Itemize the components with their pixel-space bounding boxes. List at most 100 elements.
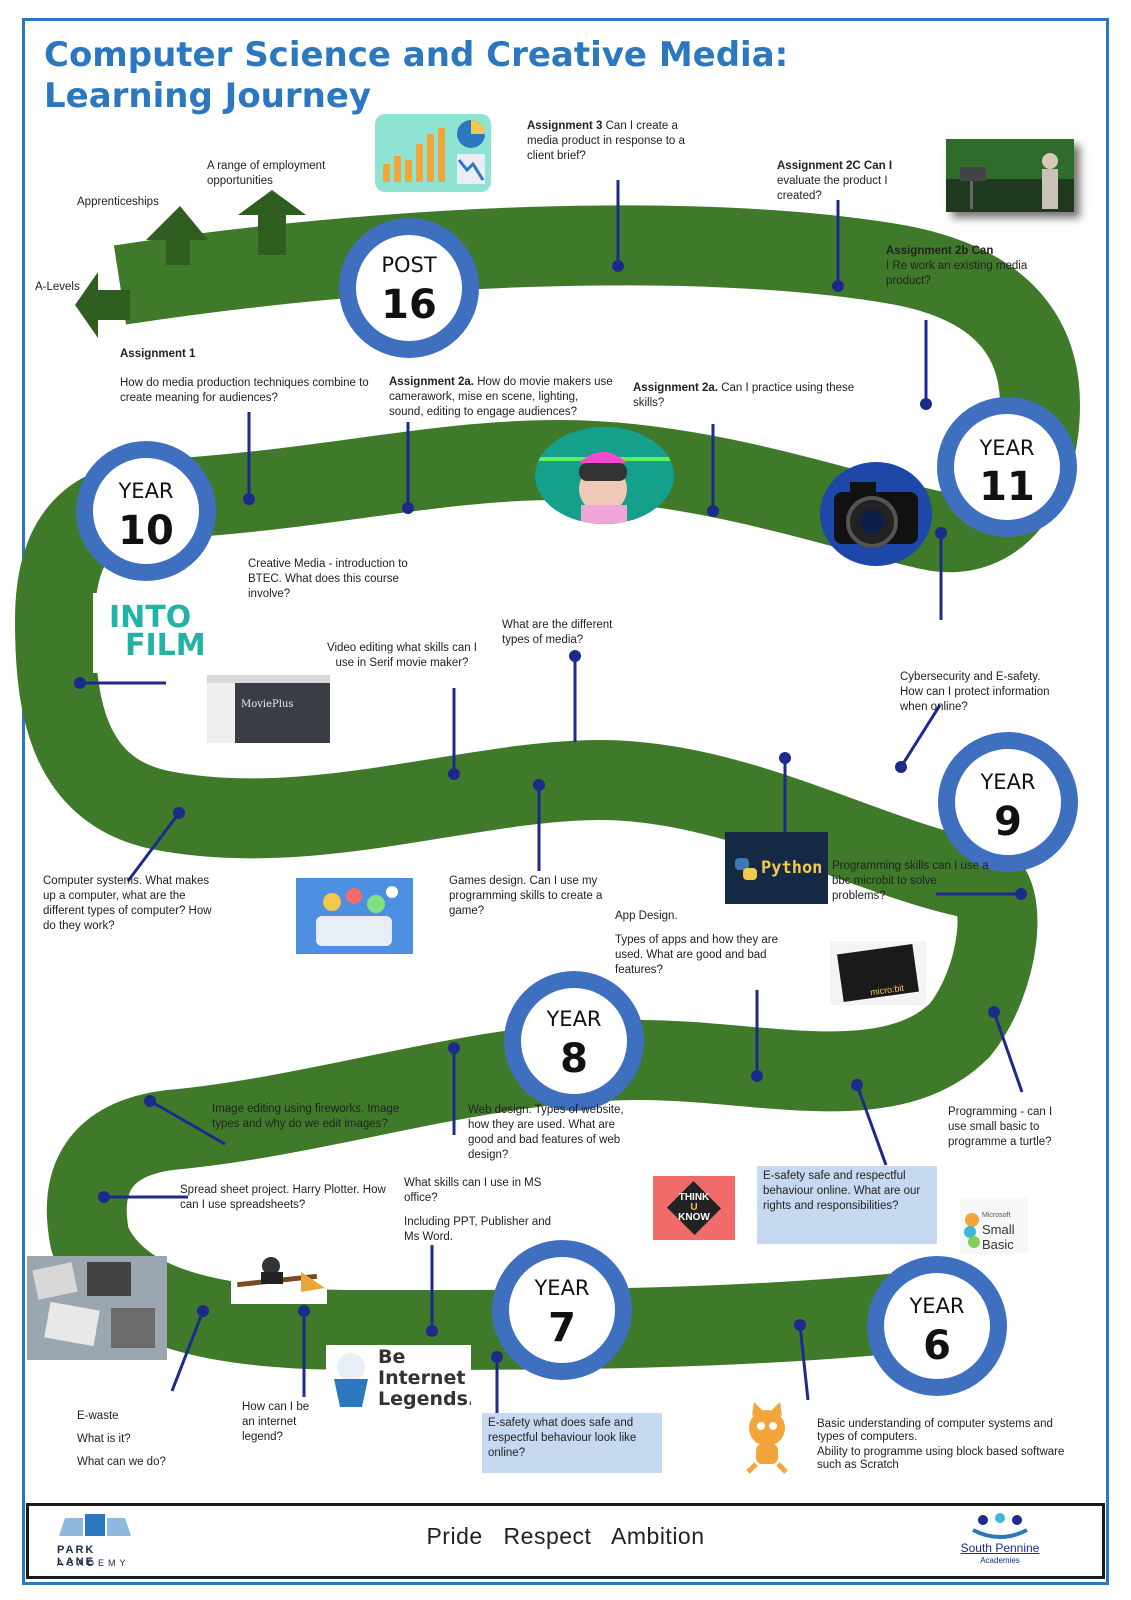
note-assignment-1: How do media production techniques combi… <box>120 377 369 404</box>
motto: Pride Respect Ambition <box>426 1523 705 1549</box>
vr-headset-photo <box>535 427 674 524</box>
south-pennine-name: South Pennine <box>960 1541 1040 1555</box>
stage-year9-number: 9 <box>994 799 1022 845</box>
legends-mascot-icon <box>334 1353 368 1407</box>
gamepad-icon <box>316 886 398 946</box>
stage-year8-top: YEAR <box>545 1007 601 1031</box>
stage-year10-top: YEAR <box>117 479 173 503</box>
harry-plotter-image <box>231 1248 327 1304</box>
scratch-cat-logo <box>734 1400 800 1476</box>
label-employment: A range of employment opportunities <box>207 160 326 187</box>
south-pennine-emblem-icon <box>972 1513 1028 1539</box>
movieplus-label: MoviePlus <box>241 699 294 710</box>
park-lane-subtitle: ACADEMY <box>57 1558 130 1568</box>
be-internet-legends-line-3: Legends. <box>378 1388 471 1410</box>
note-app-design-title: App Design. <box>615 910 678 922</box>
stage-year6: YEAR 6 <box>867 1256 1007 1396</box>
note-ms-office-apps: Including PPT, Publisher and Ms Word. <box>404 1216 552 1243</box>
note-assignment-3-text: Can I create a media product in response… <box>527 120 685 162</box>
destination-arrows <box>75 190 306 338</box>
python-logo: Python <box>725 832 828 904</box>
note-app-design: Types of apps and how they are used. Wha… <box>615 934 779 976</box>
note-esafety-rights: E-safety safe and respectful behaviour o… <box>757 1166 937 1244</box>
broom-rider-icon <box>237 1257 325 1292</box>
title-line-1: Computer Science and Creative Media: <box>44 35 789 75</box>
note-computer-systems: Computer systems. What makes up a comput… <box>43 875 212 932</box>
be-internet-legends-logo: Be Internet Legends. <box>326 1345 471 1412</box>
page-title: Computer Science and Creative Media: Lea… <box>44 35 788 117</box>
stage-year7-top: YEAR <box>533 1276 589 1300</box>
note-assignment-2b-title: Assignment 2b Can <box>886 245 994 257</box>
note-web-design: Web design. Types of website, how they a… <box>468 1104 624 1161</box>
note-games-design: Games design. Can I use my programming s… <box>449 875 603 917</box>
note-assignment-2a-techniques-text: How do movie makers use camerawork, mise… <box>389 376 613 418</box>
note-ewaste-title: E-waste <box>77 1410 119 1422</box>
note-assignment-2a-practice-text: Can I practice using these skills? <box>633 382 855 409</box>
e-waste-photo <box>27 1256 167 1360</box>
be-internet-legends-line-2: Internet <box>378 1367 466 1389</box>
park-lane-emblem-icon <box>59 1514 131 1536</box>
note-assignment-3-title: Assignment 3 <box>527 120 603 132</box>
arrow-employment <box>238 190 306 255</box>
arrow-a-levels <box>75 272 130 338</box>
small-basic-label: Small Basic <box>982 1222 1015 1252</box>
python-label: Python <box>761 858 823 878</box>
park-lane-academy-logo: PARK LANE ACADEMY <box>53 1514 137 1578</box>
games-design-illustration <box>296 878 413 954</box>
tv-studio-photo <box>946 139 1074 212</box>
think-u-know-text-3: KNOW <box>678 1212 710 1223</box>
movieplus-screenshot: MoviePlus <box>207 675 330 743</box>
note-assignment-2c: Assignment 2C Can I evaluate the product… <box>777 159 927 204</box>
label-a-levels: A-Levels <box>35 281 80 293</box>
into-film-word-1: INTO <box>109 600 192 635</box>
south-pennine-academies-logo: South Pennine Academies <box>945 1510 1055 1578</box>
note-assignment-2c-title: Assignment 2C Can I <box>777 160 893 172</box>
stage-year8: YEAR 8 <box>504 971 644 1111</box>
note-programming-turtle: Programming - can I use small basic to p… <box>948 1106 1053 1148</box>
note-ewaste-question: What is it? <box>77 1433 131 1445</box>
stage-year7-number: 7 <box>548 1305 576 1351</box>
poster-border <box>22 18 1109 1585</box>
stage-year8-number: 8 <box>560 1036 588 1082</box>
stage-year11-number: 11 <box>979 464 1035 510</box>
computer-scrap-icon <box>32 1262 155 1348</box>
stage-year11: YEAR 11 <box>937 397 1077 537</box>
small-basic-vendor: Microsoft <box>982 1212 1011 1219</box>
stage-year10: YEAR 10 <box>76 441 216 581</box>
think-u-know-logo: THINK U KNOW <box>653 1176 735 1240</box>
note-ewaste-action: What can we do? <box>77 1456 166 1468</box>
small-basic-logo: Microsoft Small Basic <box>960 1198 1028 1254</box>
note-media-types: What are the different types of media? <box>502 619 613 646</box>
into-film-logo: INTO FILM <box>93 593 221 673</box>
stage-year9-top: YEAR <box>979 770 1035 794</box>
stage-post16-top: POST <box>381 253 437 277</box>
stage-post16: POST 16 <box>339 218 479 358</box>
stage-year6-top: YEAR <box>908 1294 964 1318</box>
note-assignment-2c-text: evaluate the product I created? <box>777 175 888 202</box>
note-basic-computer-systems: Basic understanding of computer systems … <box>817 1418 1053 1443</box>
camera-operator-icon <box>946 139 1074 209</box>
footer: PARK LANE ACADEMY Pride Respect Ambition… <box>26 1503 1105 1579</box>
note-assignment-2a-techniques: Assignment 2a. How do movie makers use c… <box>389 375 614 420</box>
note-internet-legend: How can I be an internet legend? <box>242 1401 310 1443</box>
south-pennine-subtitle: Academies <box>980 1556 1020 1565</box>
analytics-chart-image <box>375 114 491 192</box>
note-block-programming: Ability to programme using block based s… <box>817 1446 1065 1471</box>
arrow-apprenticeships <box>146 206 208 265</box>
stage-year7: YEAR 7 <box>492 1240 632 1380</box>
note-assignment-2b: Assignment 2b Can I Re work an existing m… <box>886 244 1046 289</box>
small-basic-icon <box>964 1213 980 1248</box>
note-assignment-2a-techniques-title: Assignment 2a. <box>389 376 474 388</box>
think-u-know-text-1: THINK <box>678 1192 710 1203</box>
note-microbit-programming: Programming skills can I use a bbc micro… <box>832 860 989 902</box>
microbit-photo: micro:bit <box>830 941 926 1005</box>
connector-lines <box>74 180 1027 1414</box>
note-assignment-2b-text: I Re work an existing media product? <box>886 260 1028 287</box>
label-apprenticeships: Apprenticeships <box>77 196 159 208</box>
note-cybersecurity: Cybersecurity and E-safety. How can I pr… <box>900 671 1050 713</box>
note-ms-office: What skills can I use in MS office? <box>404 1177 542 1204</box>
note-video-editing: Video editing what skills can I use in S… <box>326 642 477 669</box>
stage-markers: POST 16 YEAR 11 YEAR 10 YEAR 9 YEAR <box>76 218 1078 1396</box>
